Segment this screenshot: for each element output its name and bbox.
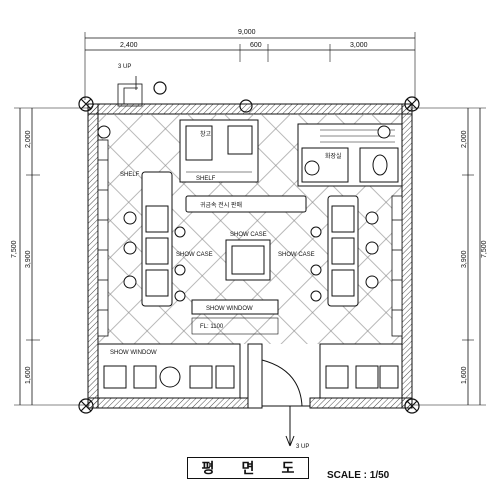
dim-top-mid: 600 [250, 42, 262, 49]
right-showcase-counter [327, 195, 359, 307]
up-arrow-label-top: 3 UP [118, 64, 131, 70]
dim-right-total: 7,500 [481, 240, 488, 258]
right-wall-shelf [391, 195, 403, 337]
show-window-label: SHOW WINDOW [206, 306, 253, 312]
center-note-label: FL: 1100 [200, 324, 224, 330]
structural-columns [78, 81, 420, 414]
storage-room [179, 119, 259, 183]
left-dimension-lines [14, 107, 90, 406]
center-showcase-label: SHOW CASE [230, 232, 267, 238]
dim-right-mid: 3,900 [461, 250, 468, 268]
right-showcase-label: SHOW CASE [278, 252, 315, 258]
dim-top-right: 3,000 [350, 42, 368, 49]
title-char-2: 면 [241, 461, 255, 477]
storage-room-label: 창고 [200, 130, 212, 138]
stools [97, 125, 391, 302]
title-char-1: 평 [201, 461, 215, 477]
entry-door-top [117, 76, 143, 107]
dim-left-total: 7,500 [11, 240, 18, 258]
dim-left-top: 2,000 [25, 130, 32, 148]
dim-left-bottom: 1,600 [25, 366, 32, 384]
top-dimension-lines [84, 32, 416, 100]
up-arrow-label-bottom: 3 UP [296, 444, 309, 450]
dim-top-left: 2,400 [120, 42, 138, 49]
dim-top-total: 9,000 [238, 29, 256, 36]
right-dimension-lines [410, 107, 486, 406]
bottom-show-window [97, 343, 403, 399]
center-showcase [225, 239, 271, 281]
left-showcase-counter [141, 171, 173, 307]
dim-left-mid: 3,900 [25, 250, 32, 268]
left-showcase-label: SHOW CASE [176, 252, 213, 258]
left-shelf-label: SHELF [120, 172, 140, 178]
bottom-window-label: SHOW WINDOW [110, 350, 157, 356]
entry-door-bottom [247, 343, 310, 447]
display-banner-label: 귀금속 전시 판매 [200, 201, 242, 209]
restroom-label: 화장실 [325, 152, 342, 160]
title-char-3: 도 [281, 461, 295, 477]
dim-right-bottom: 1,600 [461, 366, 468, 384]
restroom [297, 123, 403, 187]
drawing-title: 평 면 도 [187, 457, 309, 479]
drawing-scale: SCALE : 1/50 [327, 470, 390, 481]
display-banner-counter [185, 195, 307, 213]
show-window-counter [191, 299, 279, 335]
left-wall-shelf [97, 139, 109, 337]
dim-right-top: 2,000 [461, 130, 468, 148]
storage-shelf-label: SHELF [196, 176, 216, 182]
